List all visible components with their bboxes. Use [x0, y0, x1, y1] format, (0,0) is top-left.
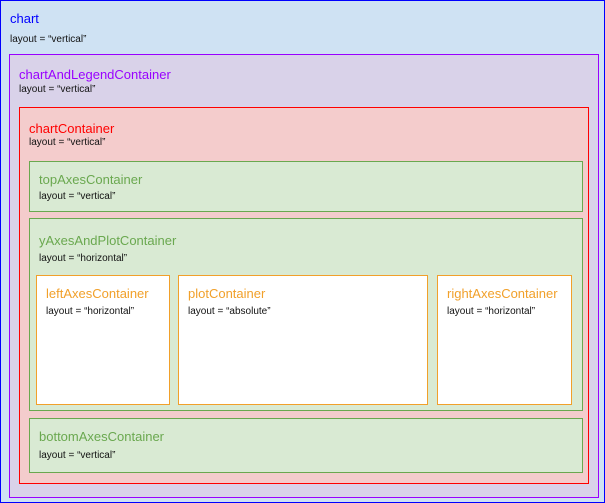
right-axes-container-title: rightAxesContainer [447, 286, 558, 301]
right-axes-container-layout-label: layout = “horizontal” [447, 306, 536, 317]
y-axes-and-plot-container-layout-label: layout = “horizontal” [39, 253, 128, 264]
chart-and-legend-container-title: chartAndLegendContainer [19, 67, 171, 82]
chart-container-layout-label: layout = “vertical” [29, 137, 106, 148]
top-axes-container-layout-label: layout = “vertical” [39, 191, 116, 202]
bottom-axes-container-layout-label: layout = “vertical” [39, 450, 116, 461]
chart-and-legend-container-layout-label: layout = “vertical” [19, 84, 96, 95]
left-axes-container-title: leftAxesContainer [46, 286, 149, 301]
y-axes-and-plot-container-box: yAxesAndPlotContainer layout = “horizont… [29, 218, 583, 411]
bottom-axes-container-box: bottomAxesContainer layout = “vertical” [29, 418, 583, 473]
plot-container-box: plotContainer layout = “absolute” [178, 275, 428, 405]
plot-container-title: plotContainer [188, 286, 266, 301]
chart-and-legend-container-box: chartAndLegendContainer layout = “vertic… [9, 54, 599, 498]
left-axes-container-layout-label: layout = “horizontal” [46, 306, 135, 317]
chart-container-title: chartContainer [29, 121, 115, 136]
chart-container-box: chartContainer layout = “vertical” topAx… [19, 107, 589, 484]
chart-layout-label: layout = “vertical” [10, 34, 87, 45]
chart-title: chart [10, 11, 39, 26]
left-axes-container-box: leftAxesContainer layout = “horizontal” [36, 275, 170, 405]
bottom-axes-container-title: bottomAxesContainer [39, 429, 165, 444]
y-axes-and-plot-container-title: yAxesAndPlotContainer [39, 233, 177, 248]
top-axes-container-box: topAxesContainer layout = “vertical” [29, 161, 583, 212]
plot-container-layout-label: layout = “absolute” [188, 306, 271, 317]
right-axes-container-box: rightAxesContainer layout = “horizontal” [437, 275, 572, 405]
top-axes-container-title: topAxesContainer [39, 172, 143, 187]
